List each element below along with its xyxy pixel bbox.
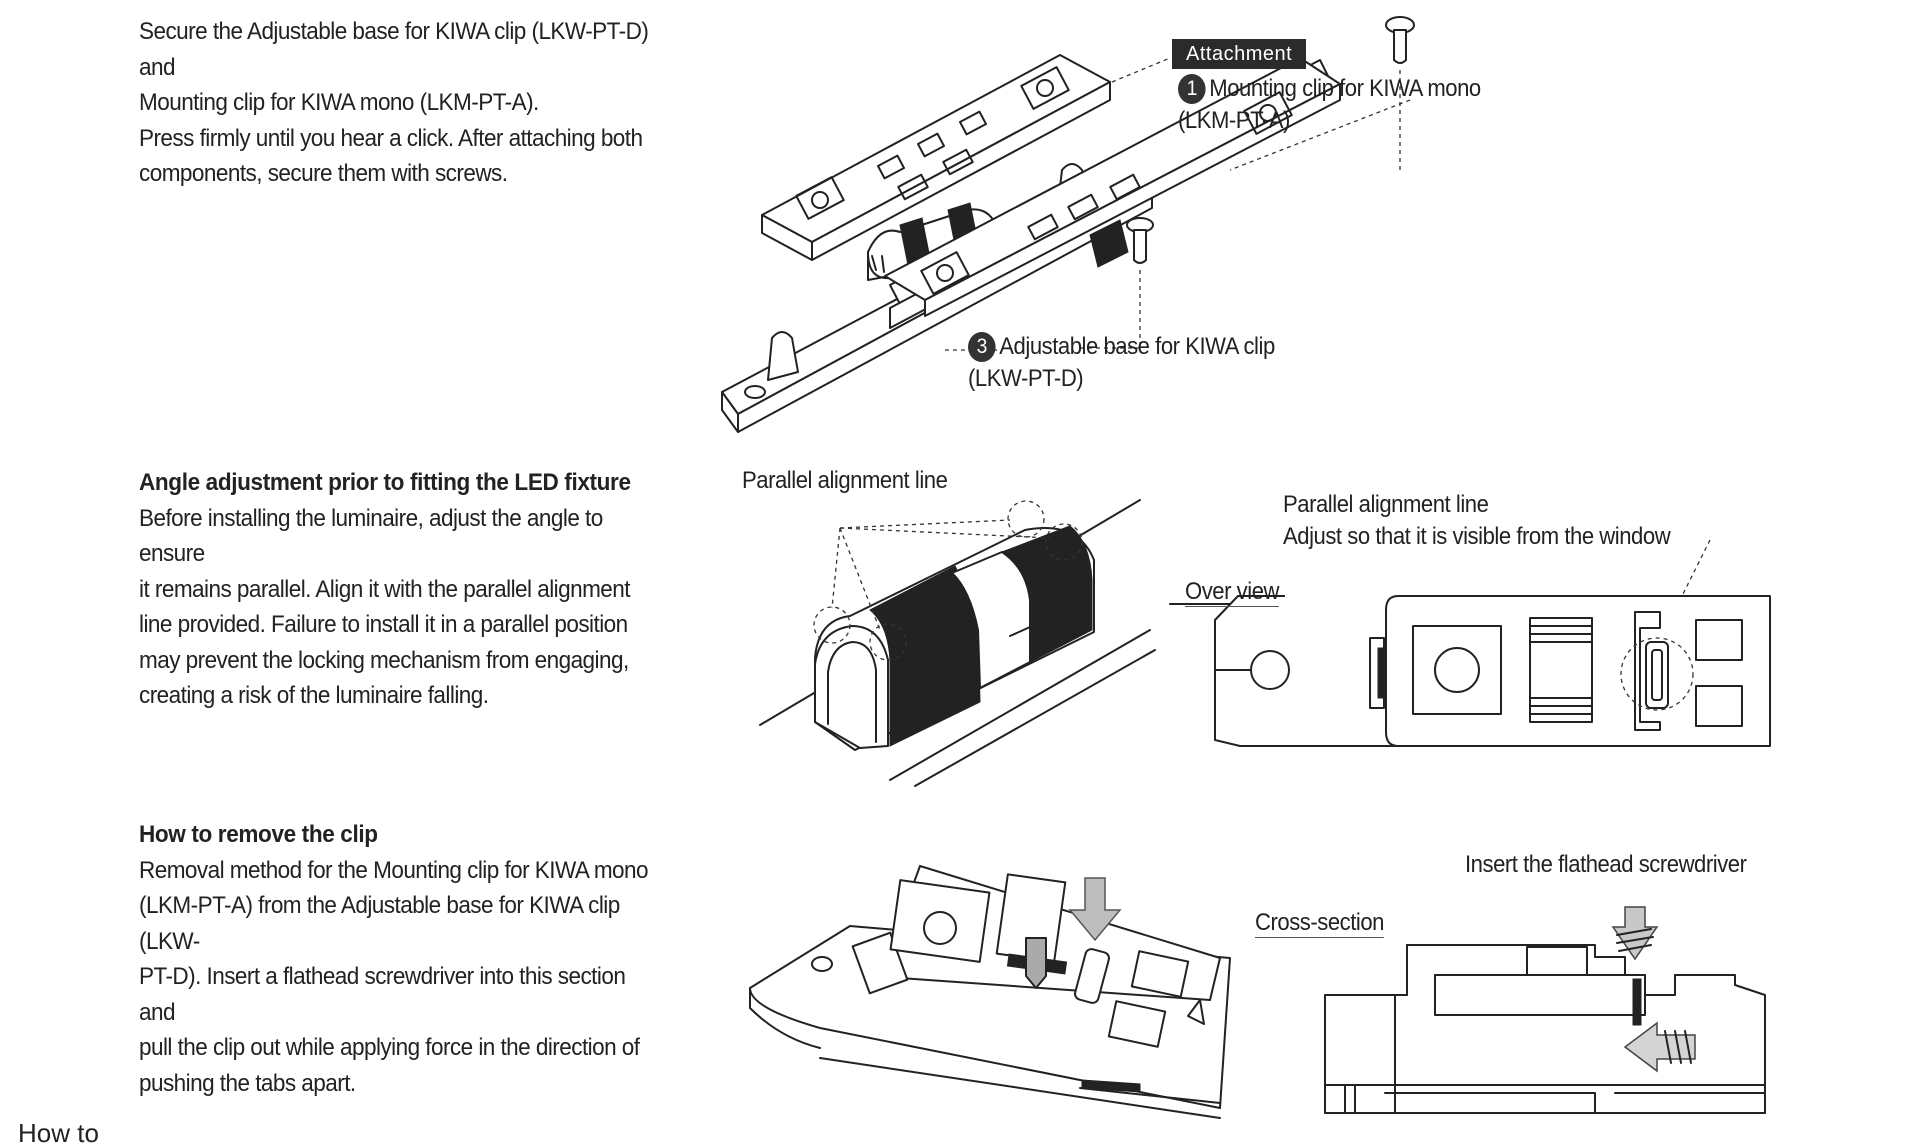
cross-section-label: Cross-section: [1255, 909, 1385, 938]
section1-text: Secure the Adjustable base for KIWA clip…: [139, 14, 651, 192]
section2-line: Before installing the luminaire, adjust …: [139, 504, 603, 568]
overview-illustration: [1169, 539, 1771, 747]
parallel-alignment-label: Parallel alignment line: [742, 467, 948, 494]
section2-line: may prevent the locking mechanism from e…: [139, 646, 629, 674]
section3-line: PT-D). Insert a flathead screwdriver int…: [139, 963, 626, 1026]
attachment-exploded-illustration: [721, 16, 1415, 433]
section2-text: Angle adjustment prior to fitting the LE…: [139, 465, 651, 714]
section3-text: How to remove the clip Removal method fo…: [139, 817, 651, 1101]
overview-label: Over view: [1185, 578, 1280, 607]
section1-line: Mounting clip for KIWA mono (LKM-PT-A).: [139, 89, 539, 116]
clip-removal-illustration: [749, 865, 1231, 1119]
section3-line: Removal method for the Mounting clip for…: [139, 856, 649, 884]
section2-line: creating a risk of the luminaire falling…: [139, 682, 489, 709]
adjust-visible-label: Adjust so that it is visible from the wi…: [1283, 523, 1671, 550]
part3-code: (LKW-PT-D): [968, 365, 1084, 392]
part-number-badge: 3: [968, 332, 996, 362]
section3-title: How to remove the clip: [139, 821, 378, 848]
section3-line: pull the clip out while applying force i…: [139, 1034, 640, 1061]
section2-title: Angle adjustment prior to fitting the LE…: [139, 469, 631, 496]
part-number-badge: 1: [1178, 74, 1206, 104]
attachment-badge: Attachment: [1172, 39, 1307, 69]
parallel-alignment-label-2: Parallel alignment line: [1283, 491, 1489, 518]
cross-section-illustration: [1324, 906, 1766, 1114]
section3-line: pushing the tabs apart.: [139, 1069, 356, 1097]
section2-line: it remains parallel. Align it with the p…: [139, 575, 631, 603]
footer-fragment: How to: [18, 1118, 99, 1148]
part1-name: Mounting clip for KIWA mono: [1209, 75, 1481, 102]
insert-screwdriver-label: Insert the flathead screwdriver: [1465, 851, 1747, 878]
section1-line: components, secure them with screws.: [139, 160, 508, 187]
section3-line: (LKM-PT-A) from the Adjustable base for …: [139, 892, 620, 955]
section1-line: Press firmly until you hear a click. Aft…: [139, 124, 643, 152]
screw-icon-group: [1080, 16, 1415, 350]
part1-code: (LKM-PT-A): [1178, 107, 1290, 134]
assembled-drawing: [884, 57, 1341, 329]
section2-line: line provided. Failure to install it in …: [139, 611, 628, 638]
mounting-clip-drawing: [761, 54, 1111, 261]
clip-angle-illustration: [759, 499, 1156, 787]
section1-line: Secure the Adjustable base for KIWA clip…: [139, 18, 649, 81]
part3-name: Adjustable base for KIWA clip: [999, 333, 1275, 360]
